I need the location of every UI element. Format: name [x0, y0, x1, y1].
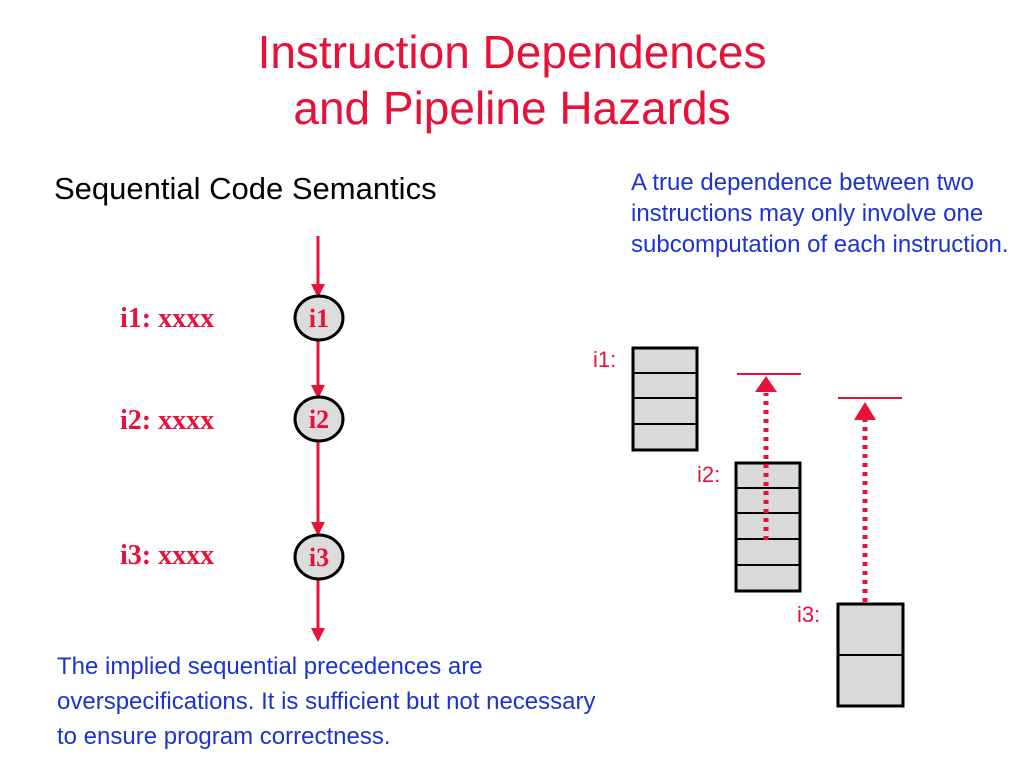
exit-arrowhead: [311, 628, 325, 642]
node-i3-label: i3: [309, 543, 329, 572]
dependence-note: A true dependence between two instructio…: [631, 169, 1009, 258]
arrow-i1-to-i2-head: [311, 385, 325, 399]
title-line-2: and Pipeline Hazards: [293, 82, 731, 134]
dependence-arrow-i3-head: [854, 402, 876, 420]
block-label-i2: i2:: [697, 462, 721, 487]
dependence-arrow-i2-head: [755, 376, 777, 392]
node-i2: i2: [293, 395, 345, 443]
instruction-label-i2: i2: xxxx: [120, 405, 215, 436]
block-label-i3: i3:: [797, 602, 821, 627]
node-i3: i3: [293, 533, 345, 581]
block-i1: [631, 346, 699, 452]
block-i3: [836, 602, 905, 708]
section-heading: Sequential Code Semantics: [54, 171, 437, 206]
instruction-label-i1: i1: xxxx: [120, 303, 215, 334]
node-i2-label: i2: [309, 405, 329, 434]
sequential-precedence-note: The implied sequential precedences are o…: [57, 653, 596, 750]
slide-title: Instruction Dependences and Pipeline Haz…: [0, 24, 1024, 136]
block-label-i1: i1:: [593, 347, 617, 372]
node-i1-label: i1: [309, 304, 329, 333]
arrow-i2-to-i3-head: [311, 522, 325, 536]
instruction-label-i3: i3: xxxx: [120, 540, 215, 571]
node-i1: i1: [293, 294, 345, 342]
title-line-1: Instruction Dependences: [257, 26, 767, 78]
entry-arrowhead: [311, 284, 325, 298]
